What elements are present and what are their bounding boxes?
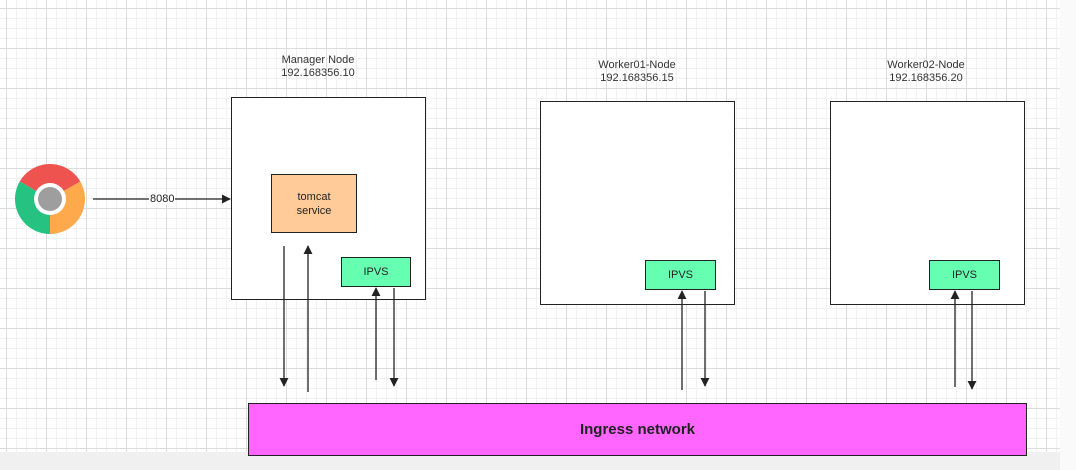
worker2-ipvs-label: IPVS (951, 269, 978, 281)
worker2-node-label: Worker02-Node 192.168356.20 (856, 59, 996, 85)
chrome-icon (14, 163, 86, 235)
worker2-node-ip: 192.168356.20 (889, 72, 963, 84)
ingress-network-label: Ingress network (579, 421, 696, 438)
right-scroll-area (1060, 0, 1076, 470)
bottom-scroll-area (0, 452, 1076, 470)
port-label: 8080 (149, 193, 176, 205)
worker1-node-name: Worker01-Node (598, 59, 676, 71)
tomcat-label-line2: service (296, 204, 332, 217)
worker2-node-name: Worker02-Node (887, 59, 965, 71)
tomcat-label-line1: tomcat (297, 190, 331, 203)
manager-node-name: Manager Node (281, 54, 355, 66)
manager-ipvs-box: IPVS (341, 257, 411, 287)
manager-node-label: Manager Node 192.168356.10 (248, 54, 388, 80)
worker2-ipvs-box: IPVS (929, 260, 1000, 290)
ingress-network-bar: Ingress network (248, 403, 1027, 456)
worker1-node-ip: 192.168356.15 (600, 72, 674, 84)
worker1-ipvs-label: IPVS (667, 269, 694, 281)
worker1-ipvs-box: IPVS (645, 260, 716, 290)
manager-node-ip: 192.168356.10 (281, 67, 355, 79)
tomcat-service-box: tomcat service (271, 174, 357, 233)
worker1-node-label: Worker01-Node 192.168356.15 (567, 59, 707, 85)
manager-ipvs-label: IPVS (363, 266, 389, 278)
